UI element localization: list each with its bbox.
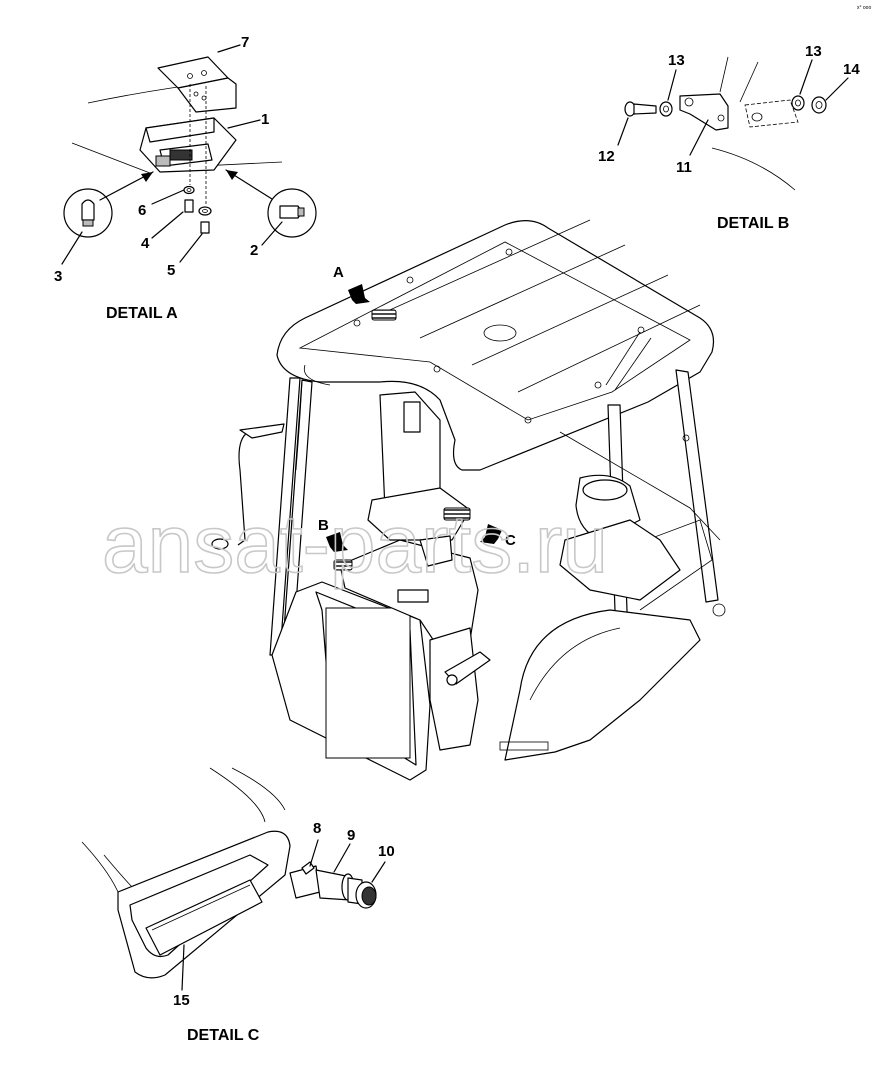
callout-14: 14 [843, 61, 860, 78]
detail-a: 7 1 6 4 5 2 3 DETAIL A [54, 34, 317, 322]
pointer-a-label: A [333, 264, 344, 281]
bulb-part-2 [225, 169, 317, 238]
callout-4: 4 [141, 235, 150, 252]
lighter-assembly [289, 861, 377, 909]
detail-b-title: DETAIL B [717, 215, 789, 232]
pointer-b: B [318, 517, 348, 552]
callout-8: 8 [313, 820, 321, 837]
callout-1: 1 [261, 111, 269, 128]
callout-3: 3 [54, 268, 62, 285]
detail-b: 13 13 14 12 11 DETAIL B [598, 43, 860, 232]
pointer-c-label: C [505, 532, 516, 549]
detail-c-title: DETAIL C [187, 1027, 260, 1044]
detail-c: 8 9 10 15 DETAIL C [81, 767, 395, 1044]
pointer-a: A [333, 264, 370, 304]
callout-15: 15 [173, 992, 190, 1009]
callout-10: 10 [378, 843, 395, 860]
callout-6: 6 [138, 202, 146, 219]
cab-assembly: A B C [211, 219, 726, 781]
bracket-part-7 [157, 56, 237, 113]
callout-9: 9 [347, 827, 355, 844]
corner-mark: x° ooo [857, 5, 871, 11]
callout-2: 2 [250, 242, 258, 259]
callout-7: 7 [241, 34, 249, 51]
pointer-c: C [480, 524, 516, 549]
watermark-text: ansat-parts.ru [102, 499, 608, 590]
screw-part-12 [624, 101, 657, 117]
bulb-part-3 [63, 171, 154, 238]
callout-5: 5 [167, 262, 175, 279]
callout-13-right: 13 [805, 43, 822, 60]
callout-11: 11 [676, 159, 692, 176]
callout-13-left: 13 [668, 52, 685, 69]
dome-lamp-part-1 [139, 117, 237, 173]
label-plate-part-15 [145, 879, 263, 956]
detail-a-title: DETAIL A [106, 305, 178, 322]
callout-12: 12 [598, 148, 615, 165]
bracket-part-11 [679, 93, 729, 131]
pointer-b-label: B [318, 517, 329, 534]
